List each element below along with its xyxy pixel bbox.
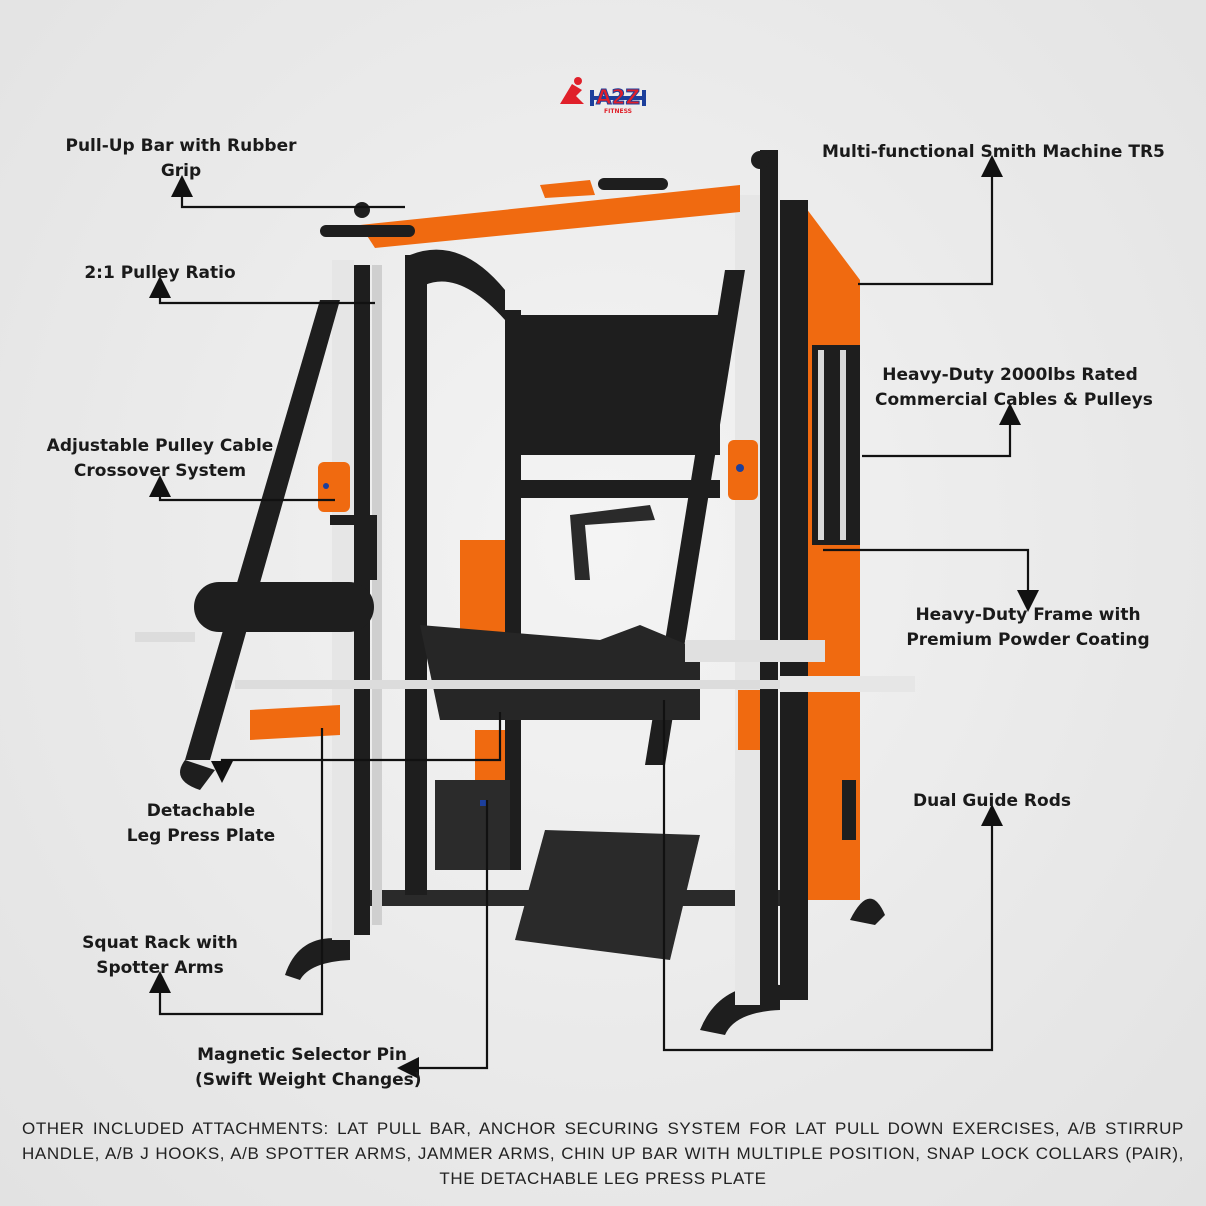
- smith-bar: [135, 632, 915, 692]
- leader-lines: [149, 155, 1039, 1079]
- logo-subtext: FITNESS: [604, 108, 632, 115]
- frame-right-tower: [780, 200, 860, 1000]
- frame-back: [405, 249, 720, 895]
- label-selector-pin: Magnetic Selector Pin(Swift Weight Chang…: [195, 1045, 422, 1090]
- label-pulley-ratio: 2:1 Pulley Ratio: [84, 263, 236, 283]
- bench-and-leg-press: [250, 505, 700, 960]
- logo-text: A2Z: [596, 85, 640, 109]
- attachments-footer: OTHER INCLUDED ATTACHMENTS: LAT PULL BAR…: [22, 1119, 1184, 1188]
- brand-logo: A2Z FITNESS: [560, 77, 646, 115]
- pull-up-bar: [320, 151, 769, 248]
- label-smith-machine: Multi-functional Smith Machine TR5: [822, 142, 1165, 162]
- label-guide-rods: Dual Guide Rods: [913, 791, 1071, 811]
